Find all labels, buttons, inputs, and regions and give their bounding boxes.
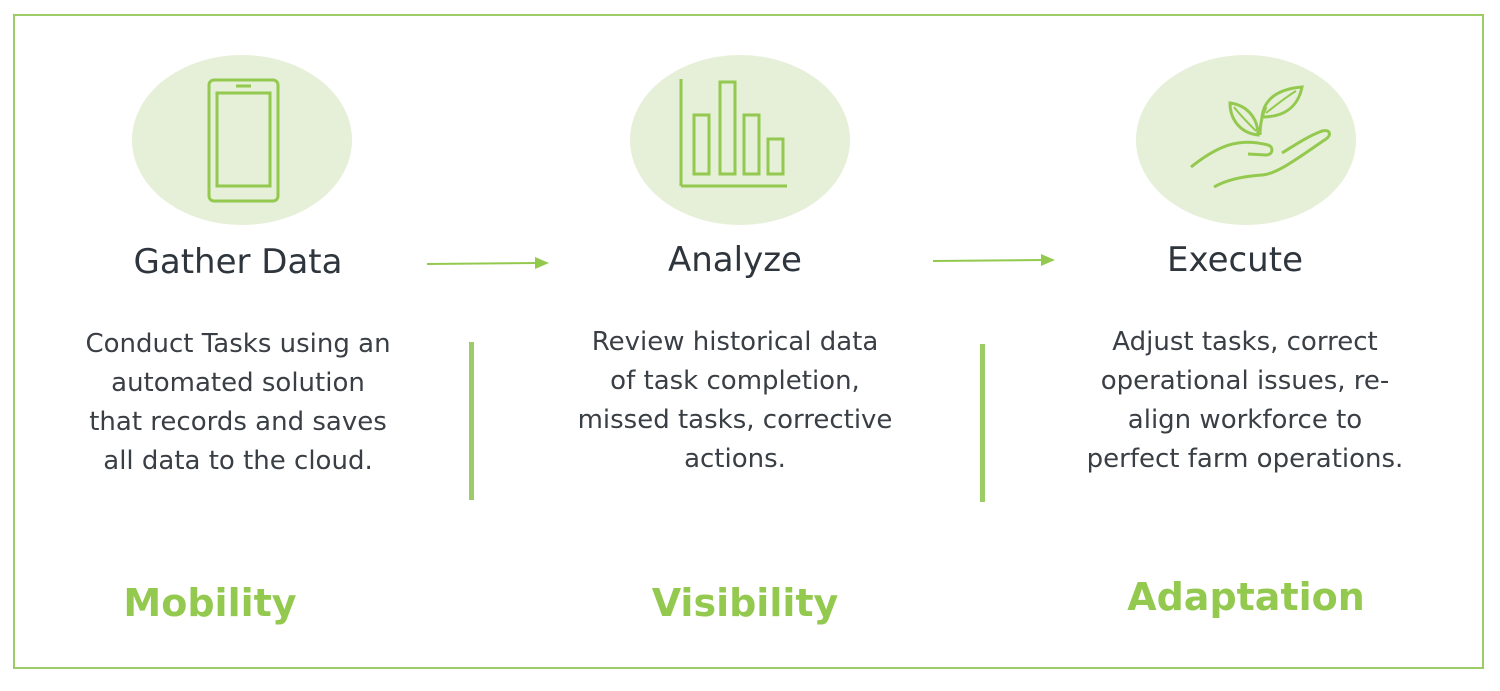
description-line: Conduct Tasks using an [85, 329, 391, 359]
plant-in-hand-icon [1190, 85, 1331, 189]
description-line: actions. [684, 444, 786, 474]
description-line: perfect farm operations. [1086, 444, 1404, 474]
description-line: automated solution [111, 368, 365, 398]
step-1-title: Gather Data [133, 242, 343, 282]
step-2-label: Visibility [651, 581, 839, 625]
step-3-icon-circle [1136, 55, 1356, 225]
step-1-description: Conduct Tasks using an automated solutio… [58, 325, 418, 481]
divider-line [980, 344, 985, 502]
step-3-title: Execute [1167, 240, 1303, 280]
description-line: Adjust tasks, correct [1112, 327, 1378, 357]
description-line: all data to the cloud. [103, 446, 373, 476]
arrow-right-icon [932, 254, 1055, 266]
step-3-description: Adjust tasks, correct operational issues… [1065, 323, 1425, 479]
description-line: missed tasks, corrective [577, 405, 893, 435]
step-2-description: Review historical data of task completio… [555, 323, 915, 479]
tablet-icon [207, 78, 280, 203]
bar-chart-icon [679, 79, 787, 188]
description-line: that records and saves [89, 407, 387, 437]
step-1-label: Mobility [123, 581, 297, 625]
step-3-label: Adaptation [1127, 575, 1365, 619]
step-2-icon-circle [630, 55, 850, 225]
divider-line [469, 342, 474, 500]
step-2-title: Analyze [668, 240, 802, 280]
description-line: Review historical data [591, 327, 879, 357]
step-1-icon-circle [132, 55, 352, 225]
description-line: operational issues, re- [1100, 366, 1390, 396]
description-line: align workforce to [1127, 405, 1363, 435]
arrow-right-icon [426, 257, 549, 269]
description-line: of task completion, [610, 366, 860, 396]
